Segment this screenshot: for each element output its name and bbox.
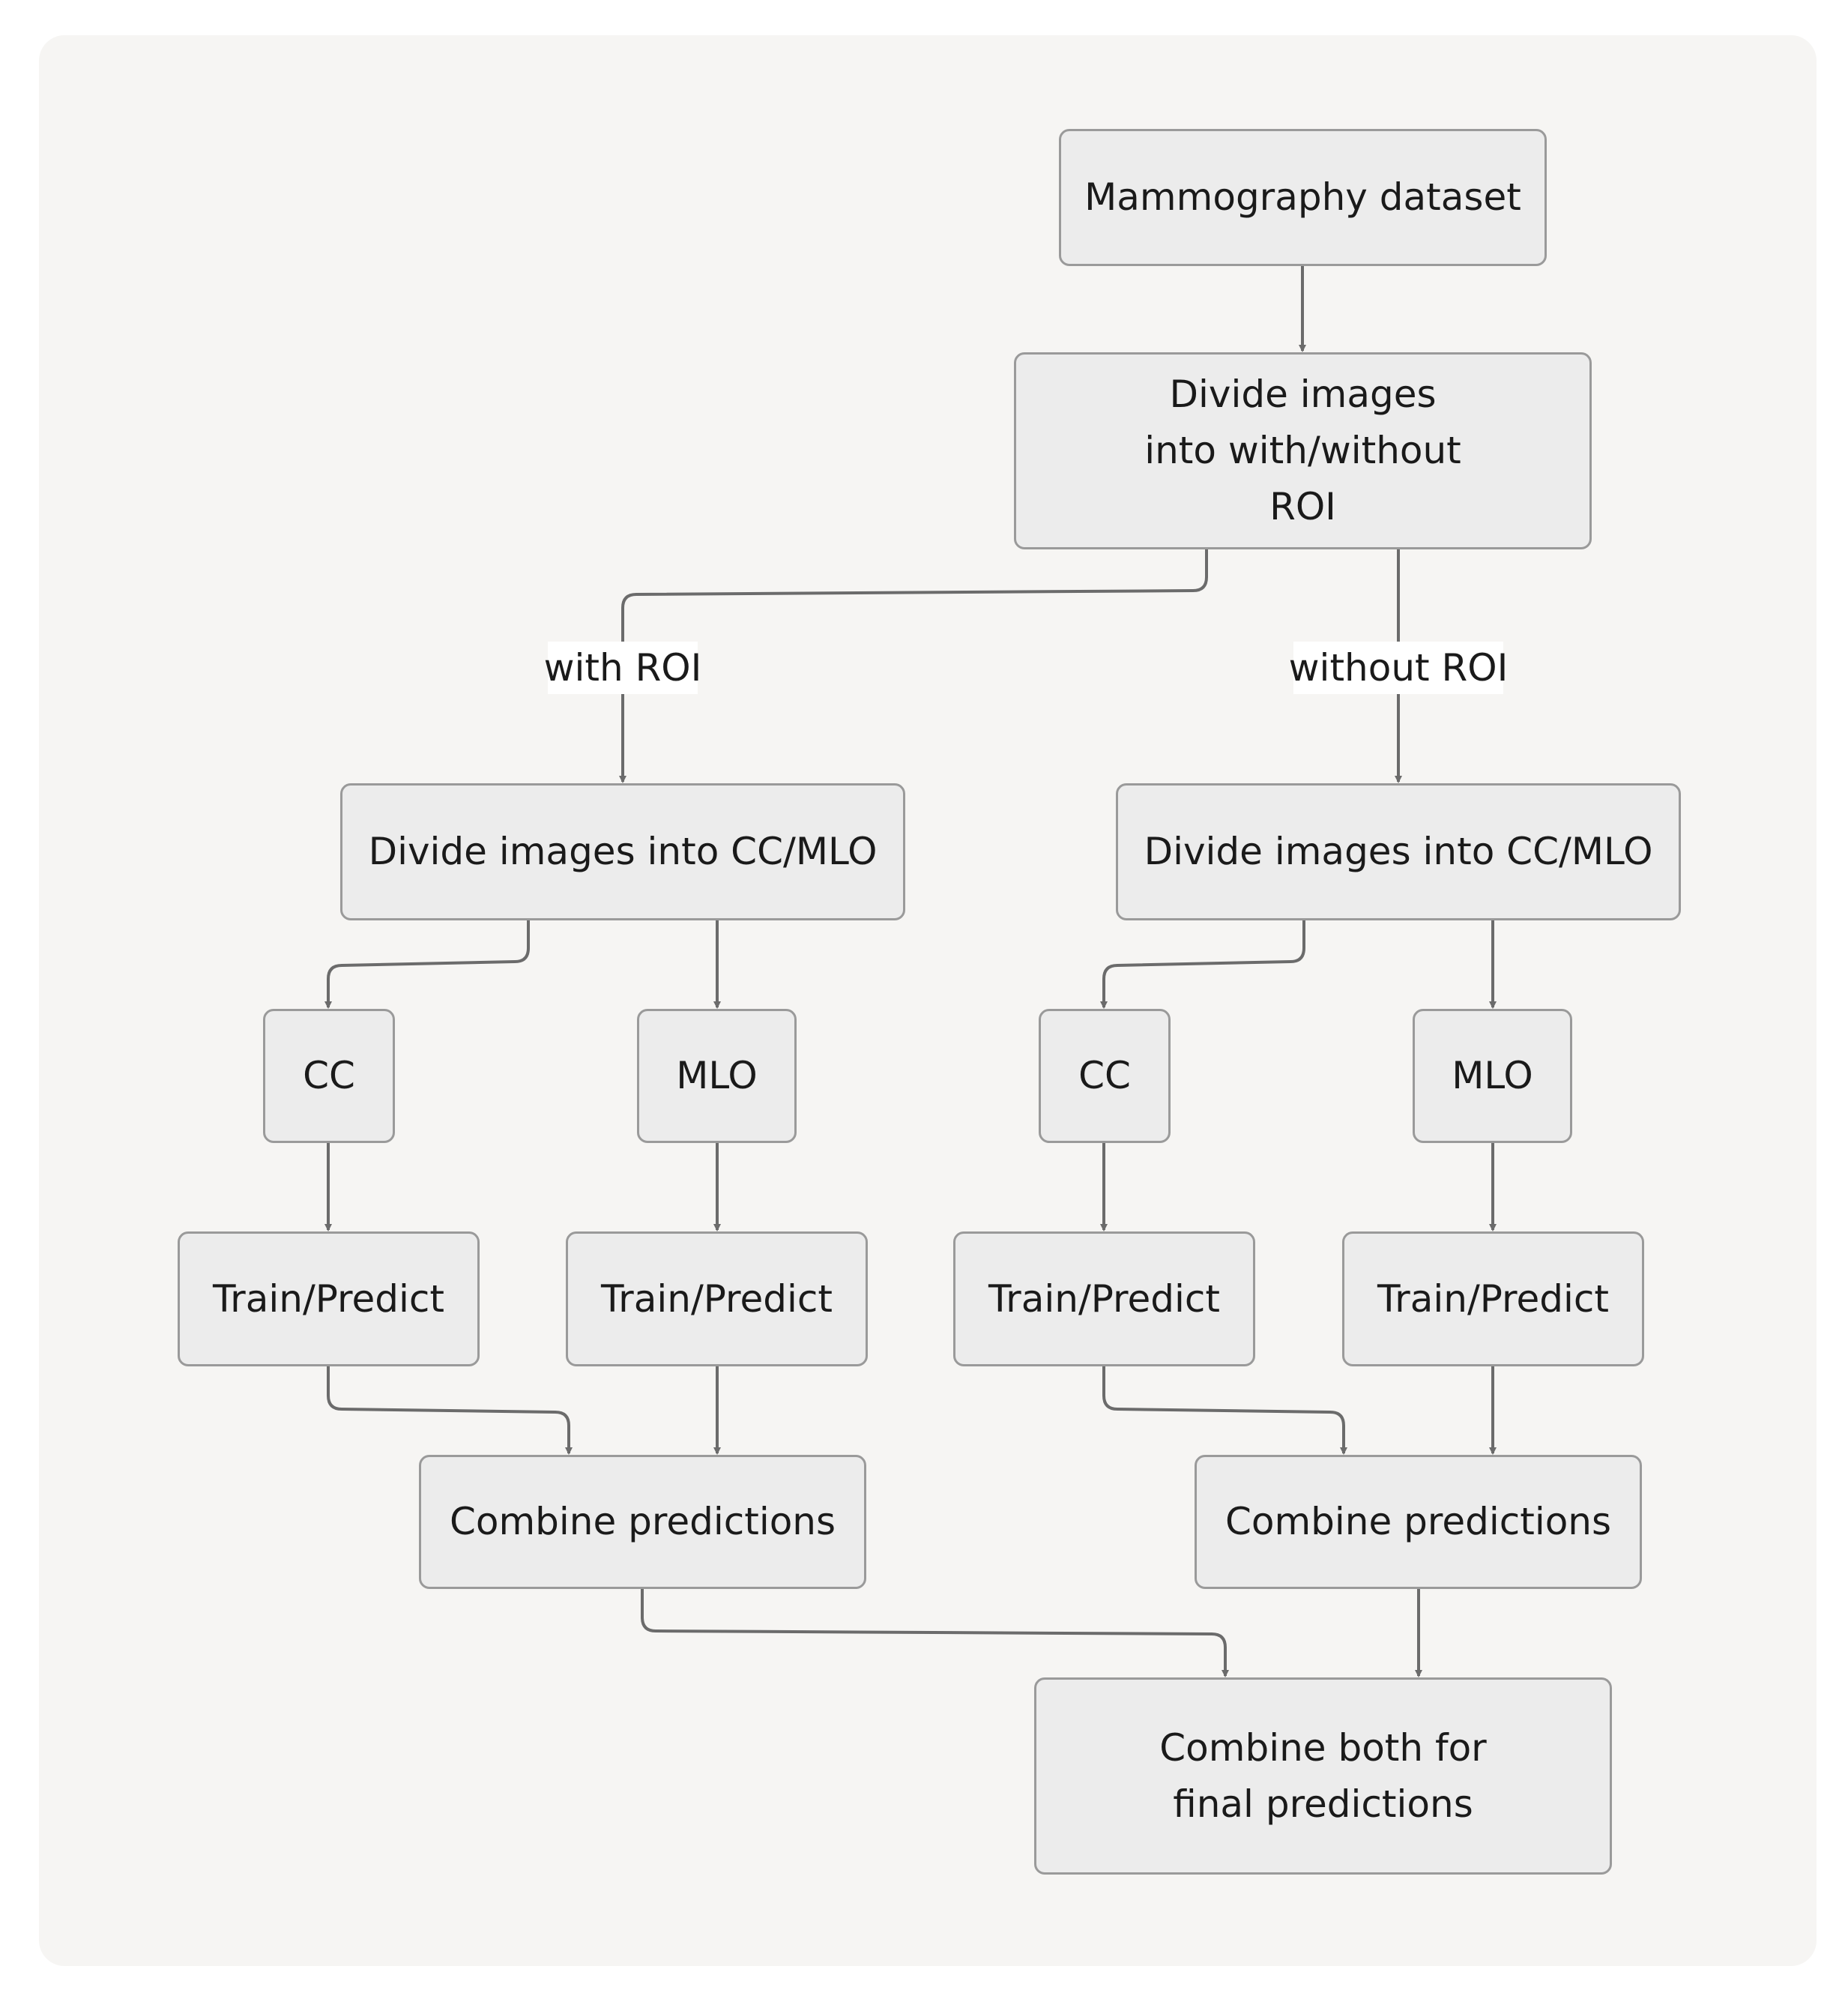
node-mlo-left: MLO xyxy=(637,1009,797,1143)
node-mammography-dataset: Mammography dataset xyxy=(1059,129,1547,266)
node-label: CC xyxy=(303,1054,355,1097)
node-combine-predictions-left: Combine predictions xyxy=(419,1455,866,1589)
node-label: Train/Predict xyxy=(1377,1276,1610,1321)
edge-train-cc-right-to-combine xyxy=(1102,1366,1347,1455)
node-label: Train/Predict xyxy=(988,1276,1221,1321)
node-label: MLO xyxy=(676,1054,758,1097)
node-mlo-right: MLO xyxy=(1413,1009,1572,1143)
node-label: Combine predictions xyxy=(1225,1500,1612,1543)
edge-label-with-roi: with ROI xyxy=(544,642,701,694)
node-label: Mammography dataset xyxy=(1084,175,1521,219)
node-combine-predictions-right: Combine predictions xyxy=(1195,1455,1642,1589)
edge-label-without-roi: without ROI xyxy=(1289,642,1508,694)
edge-left-divide-to-cc xyxy=(324,920,530,1009)
edge-divide-to-left-with-roi xyxy=(619,549,1208,783)
node-label: Divide images into with/without ROI xyxy=(1144,373,1461,528)
node-label: Train/Predict xyxy=(212,1276,445,1321)
node-train-predict-mlo-left: Train/Predict xyxy=(566,1231,868,1366)
node-divide-cc-mlo-right: Divide images into CC/MLO xyxy=(1116,783,1681,920)
node-combine-final-predictions: Combine both for final predictions xyxy=(1034,1677,1612,1875)
node-divide-cc-mlo-left: Divide images into CC/MLO xyxy=(340,783,905,920)
edge-right-divide-to-cc xyxy=(1100,920,1305,1009)
node-label: Divide images into CC/MLO xyxy=(368,830,878,873)
node-cc-right: CC xyxy=(1039,1009,1171,1143)
node-label: Train/Predict xyxy=(600,1276,833,1321)
node-train-predict-mlo-right: Train/Predict xyxy=(1342,1231,1644,1366)
node-label: CC xyxy=(1078,1054,1131,1097)
node-divide-with-without-roi: Divide images into with/without ROI xyxy=(1014,352,1592,549)
node-label: Combine both for final predictions xyxy=(1159,1725,1487,1826)
node-cc-left: CC xyxy=(263,1009,395,1143)
node-train-predict-cc-right: Train/Predict xyxy=(953,1231,1255,1366)
node-label: MLO xyxy=(1452,1054,1533,1097)
node-label: Divide images into CC/MLO xyxy=(1144,830,1653,873)
node-train-predict-cc-left: Train/Predict xyxy=(178,1231,480,1366)
node-label: Combine predictions xyxy=(449,1500,836,1543)
edge-train-cc-left-to-combine xyxy=(327,1366,573,1455)
edge-combine-left-to-final xyxy=(641,1589,1229,1677)
